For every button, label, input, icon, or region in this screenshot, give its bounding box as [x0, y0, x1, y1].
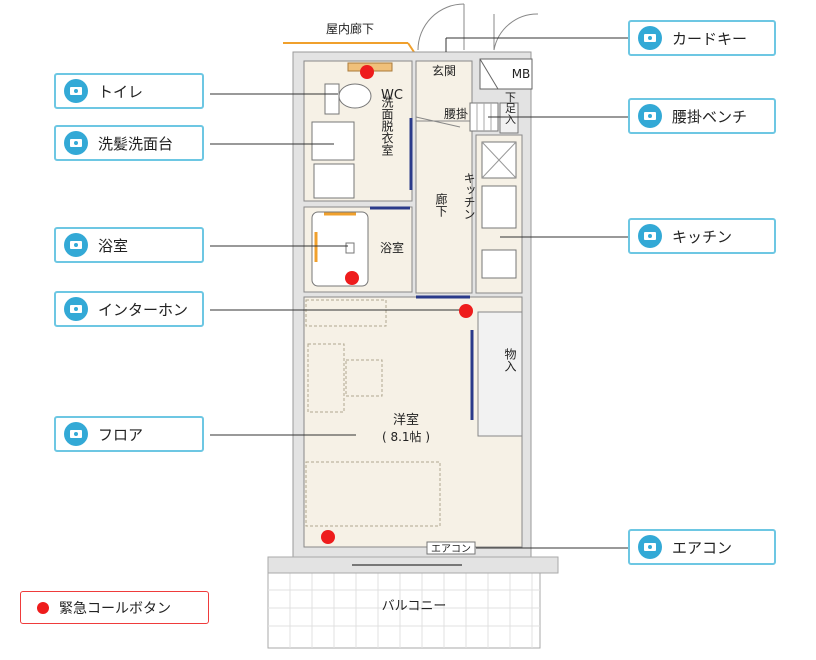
- callout-intercom-label: インターホン: [98, 300, 189, 319]
- callout-floor-label: フロア: [98, 425, 144, 444]
- shita-iri-label: 下足入: [504, 92, 517, 125]
- mb-door-arc: [493, 13, 539, 51]
- legend-emergency: 緊急コールボタン: [20, 591, 209, 624]
- sink: [481, 185, 517, 229]
- aircon-box: [426, 541, 476, 555]
- corridor-label: 屋内廊下: [326, 21, 374, 36]
- bathtub: [311, 211, 369, 287]
- washer-space: [313, 163, 355, 199]
- camera-icon: [638, 535, 662, 559]
- camera-icon: [638, 104, 662, 128]
- genkan-room: [415, 60, 473, 122]
- balcony-label: バルコニー: [382, 599, 447, 614]
- camera-icon: [64, 422, 88, 446]
- camera-icon: [64, 297, 88, 321]
- shoe-cabinet: [499, 102, 519, 134]
- callout-vanity[interactable]: 洗髪洗面台: [54, 125, 204, 161]
- callout-card-key-label: カードキー: [672, 29, 748, 48]
- callout-bench[interactable]: 腰掛ベンチ: [628, 98, 776, 134]
- camera-icon: [638, 224, 662, 248]
- western-room-label: 洋室: [393, 412, 419, 428]
- vanity: [311, 121, 355, 161]
- cooktop: [481, 249, 517, 279]
- emergency-button-room: [321, 530, 335, 544]
- western-room-size: ( 8.1帖 ): [382, 429, 430, 444]
- camera-icon: [638, 26, 662, 50]
- callout-aircon-label: エアコン: [672, 538, 733, 557]
- callout-bench-label: 腰掛ベンチ: [672, 107, 748, 126]
- bed: [305, 461, 441, 527]
- callout-intercom[interactable]: インターホン: [54, 291, 204, 327]
- emergency-button-bath: [345, 271, 359, 285]
- toilet-tank: [324, 83, 340, 115]
- aircon-box-label: エアコン: [431, 544, 471, 555]
- callout-floor[interactable]: フロア: [54, 416, 204, 452]
- camera-icon: [64, 233, 88, 257]
- mb-label: MB: [512, 67, 531, 81]
- entrance-door-arc: [417, 3, 465, 51]
- kitchen-label: キッチン: [462, 172, 476, 220]
- callout-bath-label: 浴室: [98, 236, 129, 255]
- hallway-room: [415, 120, 473, 294]
- callout-kitchen[interactable]: キッチン: [628, 218, 776, 254]
- callout-aircon[interactable]: エアコン: [628, 529, 776, 565]
- legend-emergency-label: 緊急コールボタン: [59, 600, 171, 617]
- red-dot-icon: [37, 601, 49, 614]
- genkan-label: 玄関: [432, 63, 456, 78]
- callout-toilet[interactable]: トイレ: [54, 73, 204, 109]
- roka-label: 廊下: [434, 192, 448, 217]
- callout-card-key[interactable]: カードキー: [628, 20, 776, 56]
- toilet-bowl: [338, 83, 372, 109]
- camera-icon: [64, 131, 88, 155]
- emergency-button-toilet: [360, 65, 374, 79]
- callout-kitchen-label: キッチン: [672, 227, 733, 246]
- callout-bath[interactable]: 浴室: [54, 227, 204, 263]
- balcony: [267, 571, 541, 649]
- bath-label: 浴室: [380, 240, 404, 255]
- callout-toilet-label: トイレ: [98, 82, 144, 101]
- desk: [307, 343, 345, 413]
- monoire-label: 物入: [503, 348, 517, 372]
- wc-label: WC: [381, 88, 403, 103]
- koshikake-label: 腰掛: [444, 106, 468, 121]
- chair: [345, 359, 383, 397]
- callout-vanity-label: 洗髪洗面台: [98, 134, 174, 153]
- storage-closet: [477, 311, 523, 437]
- senmen-label: 洗面脱衣室: [380, 96, 394, 156]
- camera-icon: [64, 79, 88, 103]
- emergency-button-intercom: [459, 304, 473, 318]
